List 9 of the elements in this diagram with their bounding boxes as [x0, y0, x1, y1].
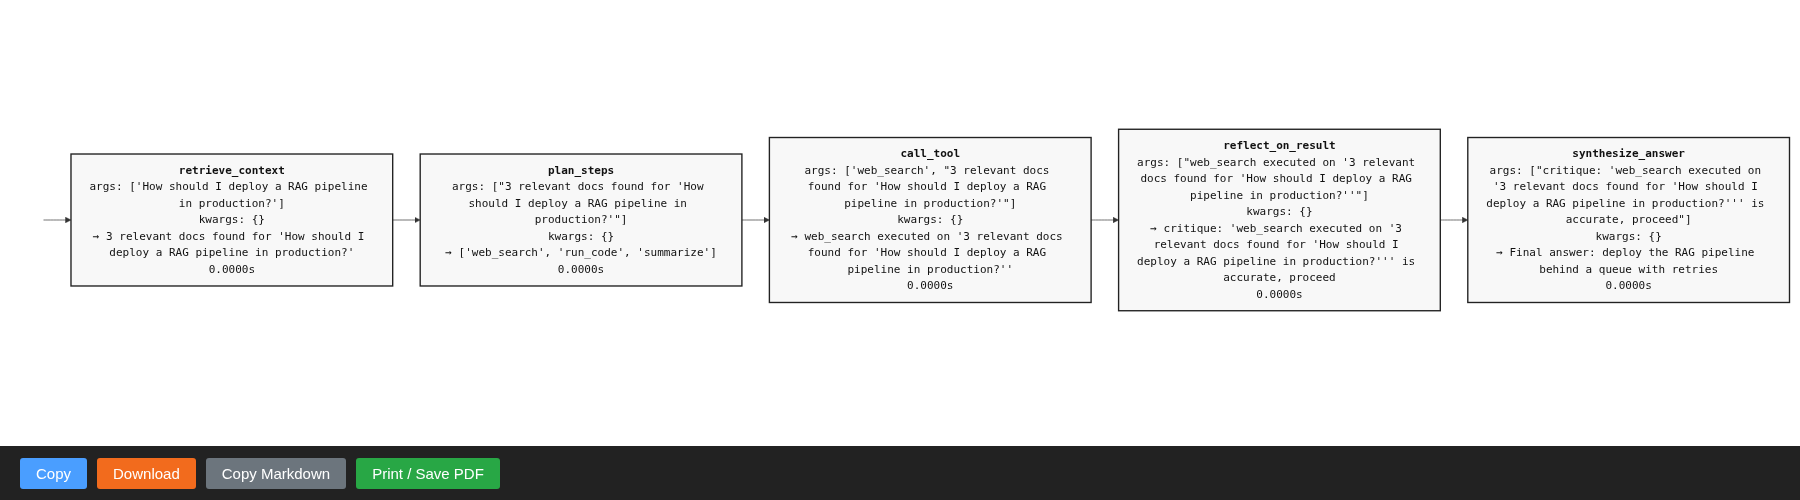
toolbar-button: Copy Markdown	[205, 457, 347, 489]
node-box: reflect_on_result args: ["web_search executed on '3 relevant docs found for 'How should I deploy a RAG pipeline in production?''"] kwargs: {} → critique: 'web_search executed on '3 relevant docs found for 'How should I deploy a RAG pipeline in production?''' is accurate, proceed 0.0000s	[1117, 128, 1441, 312]
toolbar-button: Print / Save PDF	[356, 457, 500, 489]
node-box: retrieve_context args: ['How should I deploy a RAG pipeline in production?'] kwargs: {} → 3 relevant docs found for 'How should I deploy a RAG pipeline in production?' 0.0000s	[70, 153, 394, 287]
toolbar-button: Copy	[20, 457, 88, 489]
node-box: synthesize_answer args: ["critique: 'web_search executed on '3 relevant docs found for 'How should I deploy a RAG pipeline in production?''' is accurate, proceed"] kwargs: {} → Final answer: deploy the RAG pipeline behind a queue with retries 0.0000s	[1467, 136, 1791, 304]
node-box: call_tool args: ['web_search', "3 relevant docs found for 'How should I deploy a RAG pipeline in production?'"] kwargs: {} → web_search executed on '3 relevant docs found for 'How should I deploy a RAG pipeline in production?'' 0.0000s	[768, 136, 1092, 304]
node-box: plan_steps args: ["3 relevant docs found for 'How should I deploy a RAG pipeline in production?'"] kwargs: {} → ['web_search', 'run_code', 'summarize'] 0.0000s	[419, 153, 743, 287]
toolbar-button: Download	[97, 457, 196, 489]
